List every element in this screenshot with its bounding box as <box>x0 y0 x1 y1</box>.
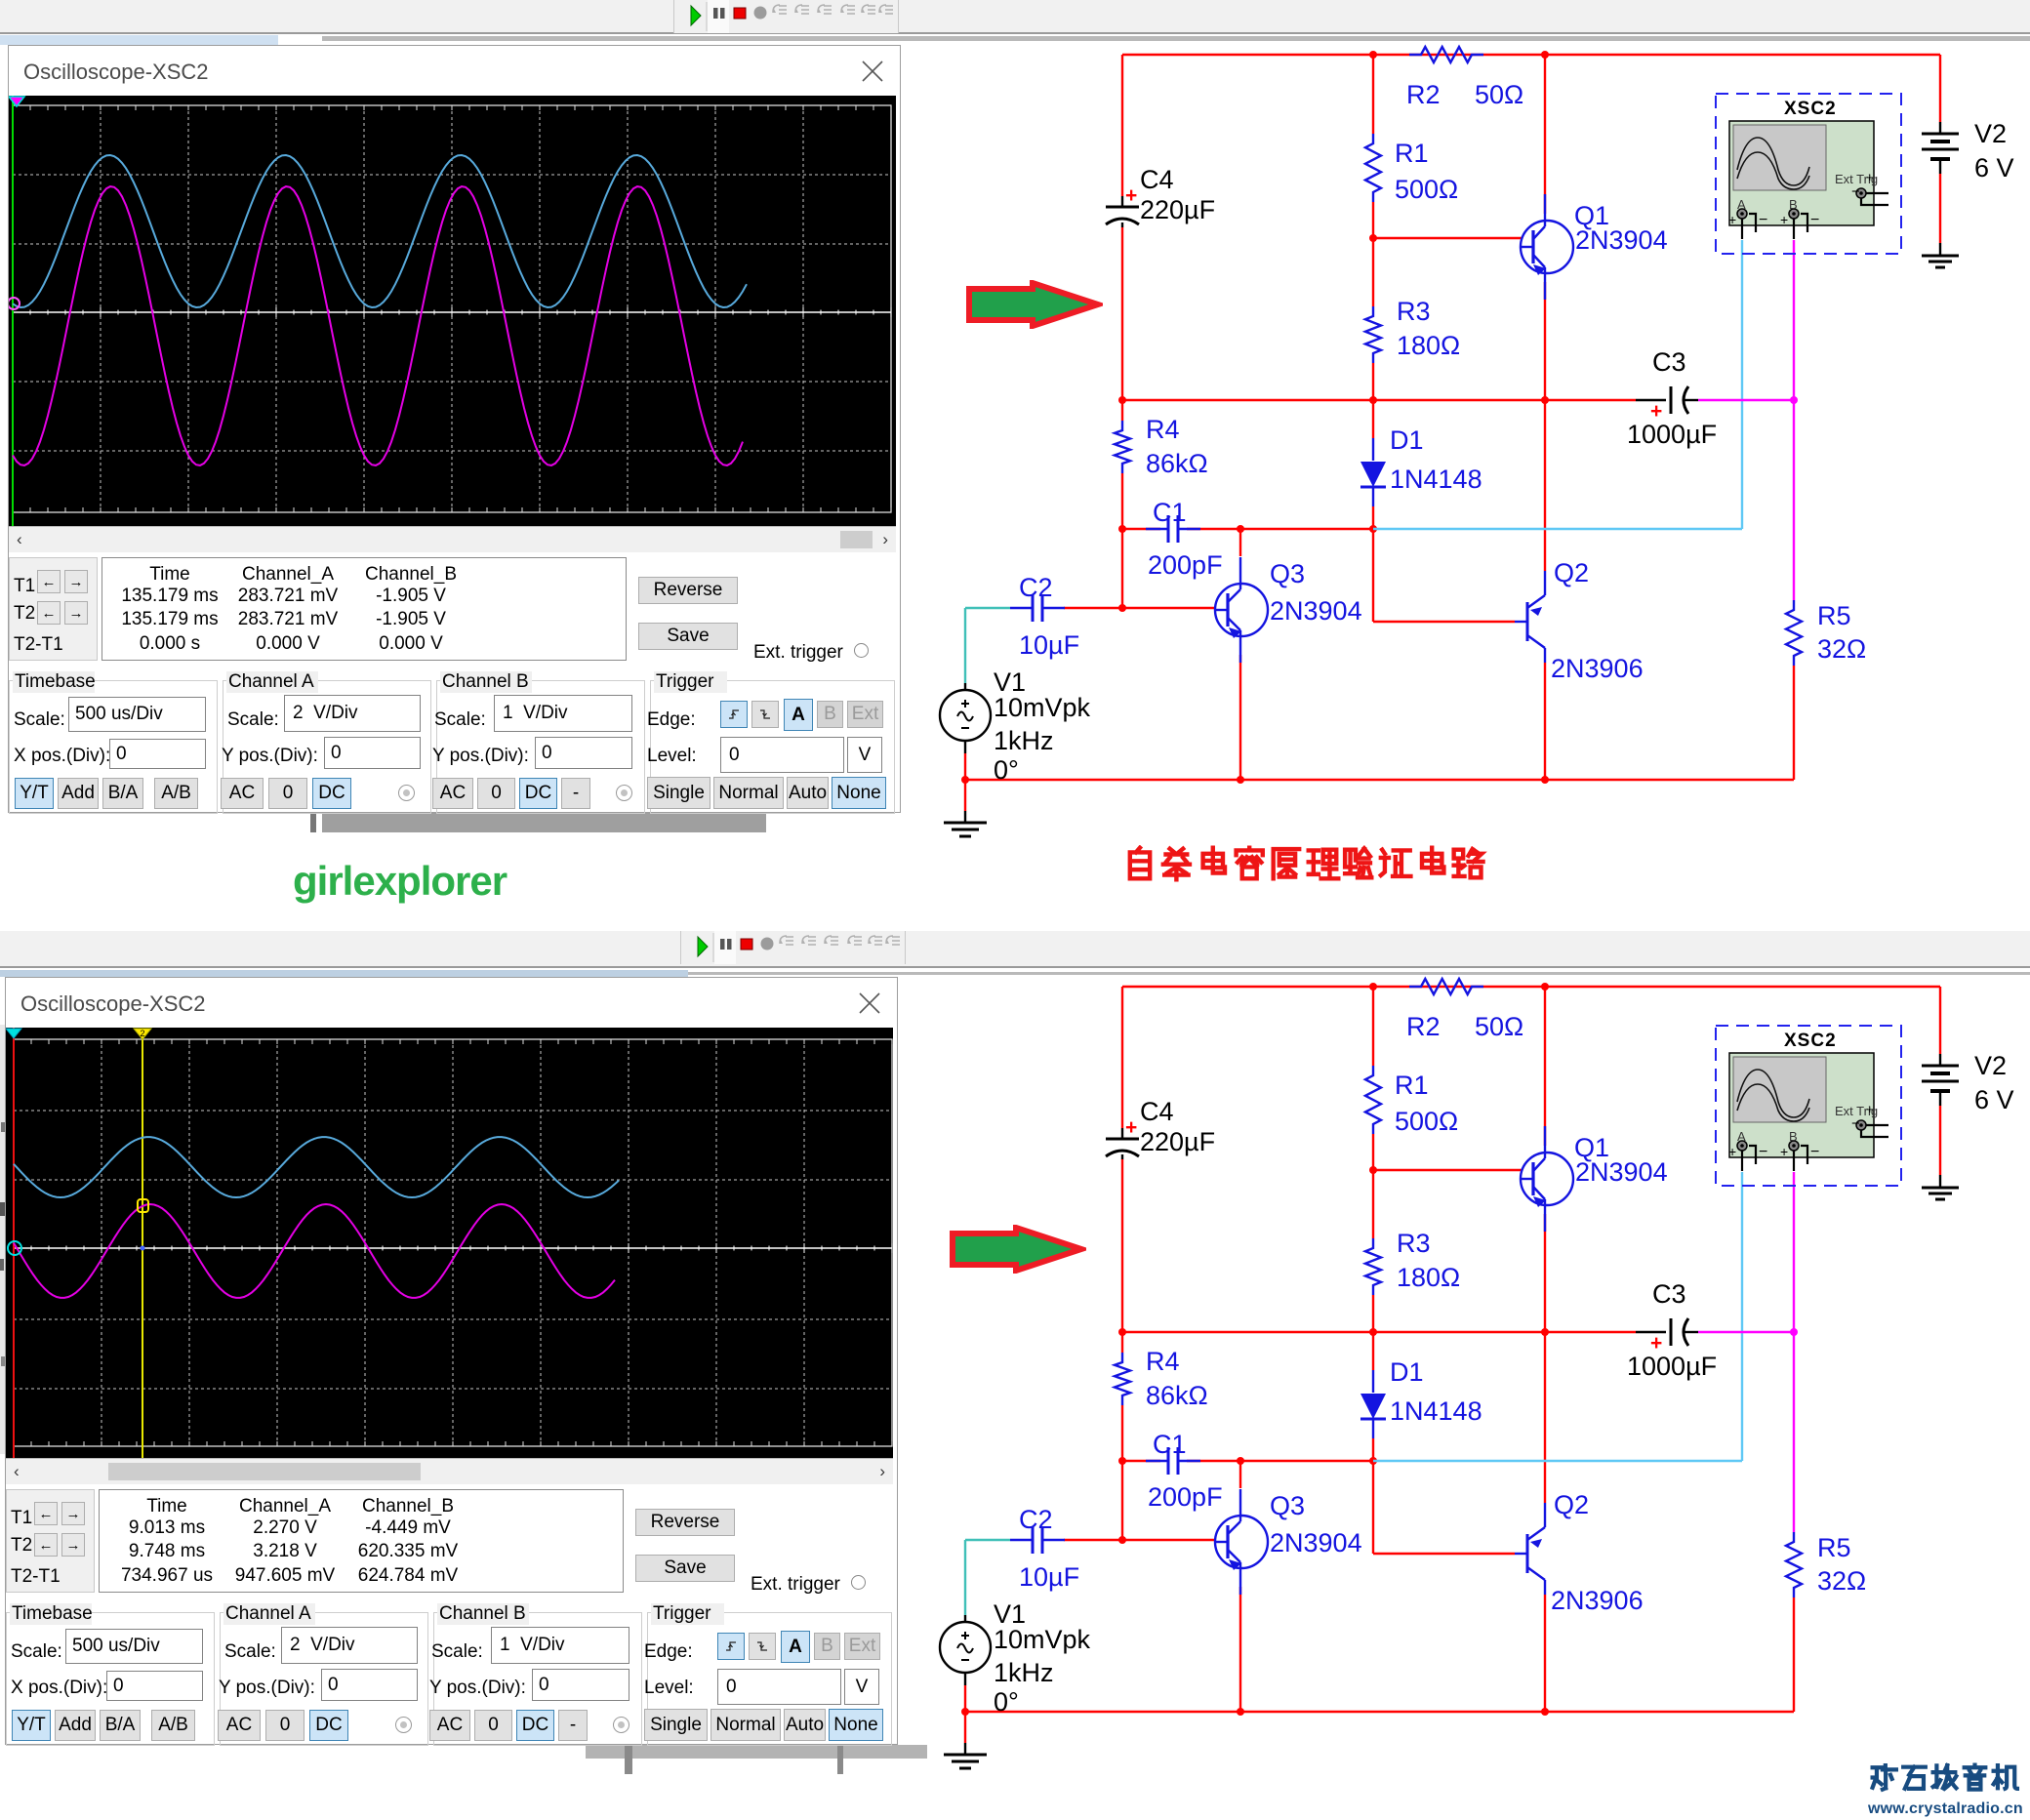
svg-text:R2: R2 <box>1406 80 1441 109</box>
svg-text:180Ω: 180Ω <box>1397 1263 1460 1292</box>
svg-text:2: 2 <box>140 1029 144 1038</box>
svg-text:R1: R1 <box>1395 1071 1429 1100</box>
svg-text:Q1: Q1 <box>1574 201 1609 230</box>
svg-text:R1: R1 <box>1395 139 1429 168</box>
svg-text:R5: R5 <box>1817 1533 1851 1562</box>
svg-text:D1: D1 <box>1390 425 1424 455</box>
svg-text:A: A <box>1737 197 1746 212</box>
svg-text:50Ω: 50Ω <box>1475 1012 1523 1041</box>
svg-text:R4: R4 <box>1146 415 1180 444</box>
svg-text:R2: R2 <box>1406 1012 1441 1041</box>
svg-text:2N3906: 2N3906 <box>1551 1586 1644 1615</box>
svg-text:1N4148: 1N4148 <box>1390 1396 1482 1426</box>
svg-text:C4: C4 <box>1140 165 1174 194</box>
svg-text:C1: C1 <box>1153 498 1187 527</box>
svg-text:6 V: 6 V <box>1974 153 2014 182</box>
svg-text:V1: V1 <box>994 667 1026 697</box>
svg-text:32Ω: 32Ω <box>1817 1566 1866 1596</box>
svg-text:Q3: Q3 <box>1270 559 1305 588</box>
svg-text:0°: 0° <box>994 1687 1019 1717</box>
svg-text:R3: R3 <box>1397 1229 1431 1258</box>
svg-text:A: A <box>1737 1129 1746 1144</box>
svg-text:+: + <box>1866 170 1874 184</box>
svg-text:+: + <box>1780 1144 1788 1159</box>
svg-text:C3: C3 <box>1652 1279 1686 1309</box>
svg-text:2N3904: 2N3904 <box>1270 596 1362 626</box>
svg-text:1kHz: 1kHz <box>994 726 1054 755</box>
svg-text:V2: V2 <box>1974 1051 2007 1080</box>
svg-text:+: + <box>1728 212 1736 227</box>
svg-text:10µF: 10µF <box>1019 1562 1079 1592</box>
svg-text:1kHz: 1kHz <box>994 1658 1054 1687</box>
svg-text:10µF: 10µF <box>1019 630 1079 660</box>
svg-text:+: + <box>1650 1332 1662 1355</box>
svg-text:200pF: 200pF <box>1148 550 1223 580</box>
svg-text:500Ω: 500Ω <box>1395 175 1458 204</box>
svg-text:C3: C3 <box>1652 347 1686 377</box>
svg-text:R4: R4 <box>1146 1347 1180 1376</box>
svg-text:Ext Trig: Ext Trig <box>1835 172 1878 186</box>
svg-text:−: − <box>1810 1144 1819 1160</box>
svg-text:+: + <box>1650 400 1662 423</box>
svg-text:500Ω: 500Ω <box>1395 1107 1458 1136</box>
svg-text:R3: R3 <box>1397 297 1431 326</box>
svg-text:200pF: 200pF <box>1148 1482 1223 1512</box>
svg-text:C1: C1 <box>1153 1430 1187 1459</box>
svg-text:1000µF: 1000µF <box>1627 420 1717 449</box>
svg-text:C2: C2 <box>1019 573 1053 602</box>
svg-text:+: + <box>1125 1116 1137 1139</box>
svg-text:C4: C4 <box>1140 1097 1174 1126</box>
svg-text:+: + <box>1728 1144 1736 1159</box>
svg-text:B: B <box>1789 1129 1798 1144</box>
svg-text:0°: 0° <box>994 755 1019 785</box>
svg-text:−: − <box>1759 1144 1767 1160</box>
svg-text:10mVpk: 10mVpk <box>994 693 1091 722</box>
svg-text:2N3906: 2N3906 <box>1551 654 1644 683</box>
svg-text:220µF: 220µF <box>1140 1127 1215 1156</box>
svg-text:V2: V2 <box>1974 119 2007 148</box>
svg-text:2N3904: 2N3904 <box>1575 225 1668 255</box>
svg-text:1000µF: 1000µF <box>1627 1352 1717 1381</box>
svg-text:50Ω: 50Ω <box>1475 80 1523 109</box>
svg-text:86kΩ: 86kΩ <box>1146 449 1208 478</box>
svg-text:180Ω: 180Ω <box>1397 331 1460 360</box>
svg-text:+: + <box>1780 212 1788 227</box>
svg-text:2N3904: 2N3904 <box>1270 1528 1362 1557</box>
svg-text:1N4148: 1N4148 <box>1390 465 1482 494</box>
svg-text:D1: D1 <box>1390 1357 1424 1387</box>
svg-text:32Ω: 32Ω <box>1817 634 1866 664</box>
svg-text:B: B <box>1789 197 1798 212</box>
svg-text:Q1: Q1 <box>1574 1133 1609 1162</box>
svg-text:Q2: Q2 <box>1554 1490 1589 1519</box>
svg-text:XSC2: XSC2 <box>1784 1031 1837 1051</box>
svg-text:220µF: 220µF <box>1140 195 1215 224</box>
svg-text:Ext Trig: Ext Trig <box>1835 1104 1878 1118</box>
svg-text:XSC2: XSC2 <box>1784 99 1837 119</box>
svg-text:+: + <box>1125 184 1137 207</box>
svg-text:−: − <box>1851 183 1860 200</box>
svg-text:+: + <box>1866 1102 1874 1116</box>
svg-text:10mVpk: 10mVpk <box>994 1625 1091 1654</box>
svg-text:Q3: Q3 <box>1270 1491 1305 1520</box>
svg-text:−: − <box>1759 212 1767 228</box>
svg-text:R5: R5 <box>1817 601 1851 630</box>
svg-text:−: − <box>1810 212 1819 228</box>
svg-text:Q2: Q2 <box>1554 558 1589 587</box>
svg-text:6 V: 6 V <box>1974 1085 2014 1114</box>
svg-text:C2: C2 <box>1019 1505 1053 1534</box>
svg-text:2N3904: 2N3904 <box>1575 1157 1668 1187</box>
svg-text:86kΩ: 86kΩ <box>1146 1381 1208 1410</box>
svg-text:V1: V1 <box>994 1599 1026 1629</box>
svg-text:−: − <box>1851 1115 1860 1132</box>
